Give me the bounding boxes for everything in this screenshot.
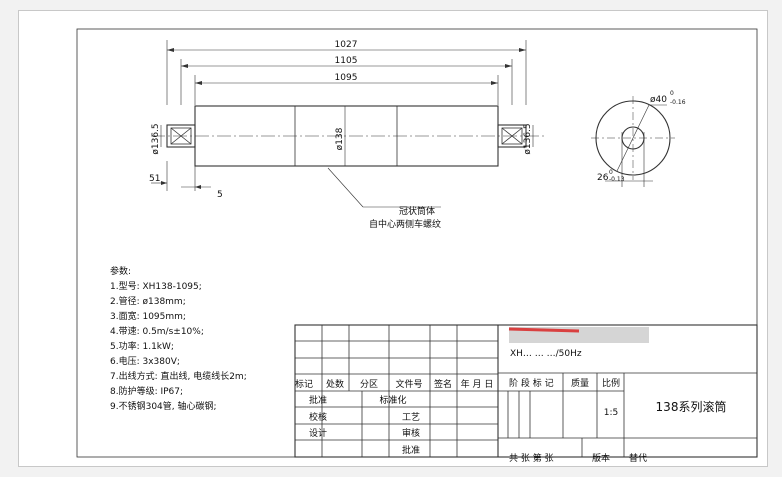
param-item: 3.面宽: 1095mm; (110, 312, 186, 322)
tb-label-weight: 质量 (571, 377, 589, 389)
tb-label-standardize: 标准化 (379, 394, 406, 406)
dim-text-small: 5 (217, 190, 223, 200)
tb-label-mark: 标记 (295, 378, 313, 390)
dim-text-offset: 51 (149, 174, 160, 184)
tb-label-version: 版本 (592, 452, 610, 464)
param-item: 7.出线方式: 直出线, 电缆线长2m; (110, 372, 247, 382)
tb-label-approve2: 批准 (402, 444, 420, 456)
section-dim-width: 26 (597, 173, 609, 183)
section-dim-outer: ø40 (650, 95, 667, 105)
param-item: 6.电压: 3x380V; (110, 357, 180, 367)
leader-text-1: 冠状筒体 (399, 205, 435, 217)
param-item: 5.功率: 1.1kW; (110, 342, 174, 352)
section-dim-outer-tol-bottom: -0.16 (670, 99, 686, 106)
tb-label-zone: 分区 (360, 379, 378, 390)
param-item: 8.防护等级: IP67; (110, 387, 184, 397)
tb-label-design: 设计 (309, 427, 327, 439)
tb-label-process: 工艺 (402, 412, 420, 423)
tb-label-review: 审核 (402, 427, 420, 439)
tb-scale-value: 1:5 (604, 408, 618, 418)
parameters-title: 参数: (110, 267, 132, 277)
tb-label-check: 校核 (309, 411, 327, 423)
dim-text-dia-center: ø138 (335, 127, 345, 150)
tb-label-approve: 批准 (309, 394, 327, 406)
dim-text-dia-right: ø136.5 (523, 123, 533, 154)
drawing-canvas: 1027 1105 1095 ø136.5 ø138 ø136.5 51 5 冠… (76, 28, 758, 464)
tb-label-scale: 比例 (602, 377, 620, 389)
dim-text-overall: 1027 (335, 40, 358, 50)
tb-drawing-title: 138系列滚筒 (656, 399, 727, 414)
dim-text-dia-left: ø136.5 (151, 123, 161, 154)
tb-label-sheets: 共 张 第 张 (509, 452, 554, 464)
parameters-list: 参数: 1.型号: XH138-1095; 2.管径: ø138mm; 3.面宽… (110, 265, 247, 415)
tb-drawing-number: XH… … …/50Hz (510, 349, 582, 359)
tb-label-date: 年 月 日 (461, 378, 494, 390)
section-dim-width-tol-bottom: -0.13 (609, 176, 625, 183)
dim-text-mid: 1105 (335, 56, 358, 66)
param-item: 4.带速: 0.5m/s±10%; (110, 327, 204, 337)
tb-label-count: 处数 (326, 378, 344, 390)
section-dim-width-tol-top: 0 (609, 169, 613, 176)
param-item: 9.不锈钢304管, 轴心碳钢; (110, 402, 217, 412)
title-block (294, 324, 758, 458)
leader-text-2: 自中心两侧车螺纹 (369, 218, 441, 230)
tb-label-doc-no: 文件号 (395, 378, 422, 390)
drawing-sheet: 1027 1105 1095 ø136.5 ø138 ø136.5 51 5 冠… (18, 10, 768, 467)
dim-text-inner: 1095 (335, 73, 358, 83)
tb-label-stage-mark: 阶 段 标 记 (509, 377, 554, 389)
tb-label-sign: 签名 (434, 378, 452, 390)
section-dim-outer-tol-top: 0 (670, 90, 674, 97)
redaction-red-stroke (508, 327, 580, 333)
param-item: 1.型号: XH138-1095; (110, 282, 202, 292)
param-item: 2.管径: ø138mm; (110, 297, 186, 307)
tb-label-replace: 替代 (629, 452, 647, 464)
leader-line (327, 167, 364, 208)
